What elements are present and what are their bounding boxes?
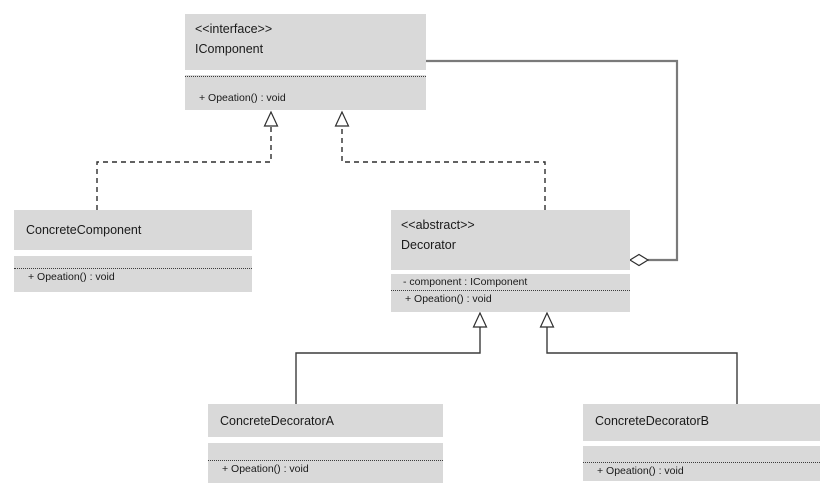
class-name: ConcreteComponent [26,223,142,237]
inheritance-concretedecoratora-to-decorator [295,311,488,404]
attribute-label: - component : IComponent [403,276,528,288]
compartment-separator [208,437,443,443]
hollow-triangle-arrowhead-icon [539,311,555,328]
compartment-separator [391,270,630,274]
aggregation-decorator-to-icomponent [426,59,679,267]
compartment-separator [185,70,426,75]
realization-concretecomponent-to-icomponent [96,110,279,210]
operation-label: + Opeation() : void [405,293,492,305]
class-stereotype: <<interface>> [195,22,273,36]
hollow-diamond-icon [628,253,650,267]
operation-label: + Opeation() : void [597,465,684,477]
compartment-separator [14,250,252,256]
hollow-triangle-arrowhead-icon [263,110,279,127]
class-name: ConcreteDecoratorA [220,414,334,428]
class-name: ConcreteDecoratorB [595,414,709,428]
operation-label: + Opeation() : void [199,92,286,104]
class-concretecomponent: ConcreteComponent + Opeation() : void [14,210,252,292]
hollow-triangle-arrowhead-icon [334,110,350,127]
class-icomponent: <<interface>> IComponent + Opeation() : … [185,14,426,110]
compartment-separator [583,441,820,446]
inheritance-concretedecoratorb-to-decorator [539,311,738,404]
class-concretedecoratora: ConcreteDecoratorA + Opeation() : void [208,404,443,483]
class-decorator: <<abstract>> Decorator - component : ICo… [391,210,630,312]
hollow-triangle-arrowhead-icon [472,311,488,328]
realization-decorator-to-icomponent [334,110,546,210]
operations-divider [208,460,443,461]
class-stereotype: <<abstract>> [401,218,475,232]
class-name: Decorator [401,238,456,252]
operation-label: + Opeation() : void [222,463,309,475]
class-concretedecoratorb: ConcreteDecoratorB + Opeation() : void [583,404,820,481]
operations-divider [391,290,630,291]
operations-divider [14,268,252,269]
operation-label: + Opeation() : void [28,271,115,283]
class-name: IComponent [195,42,264,56]
operations-divider [583,462,820,463]
operations-divider [185,76,426,77]
